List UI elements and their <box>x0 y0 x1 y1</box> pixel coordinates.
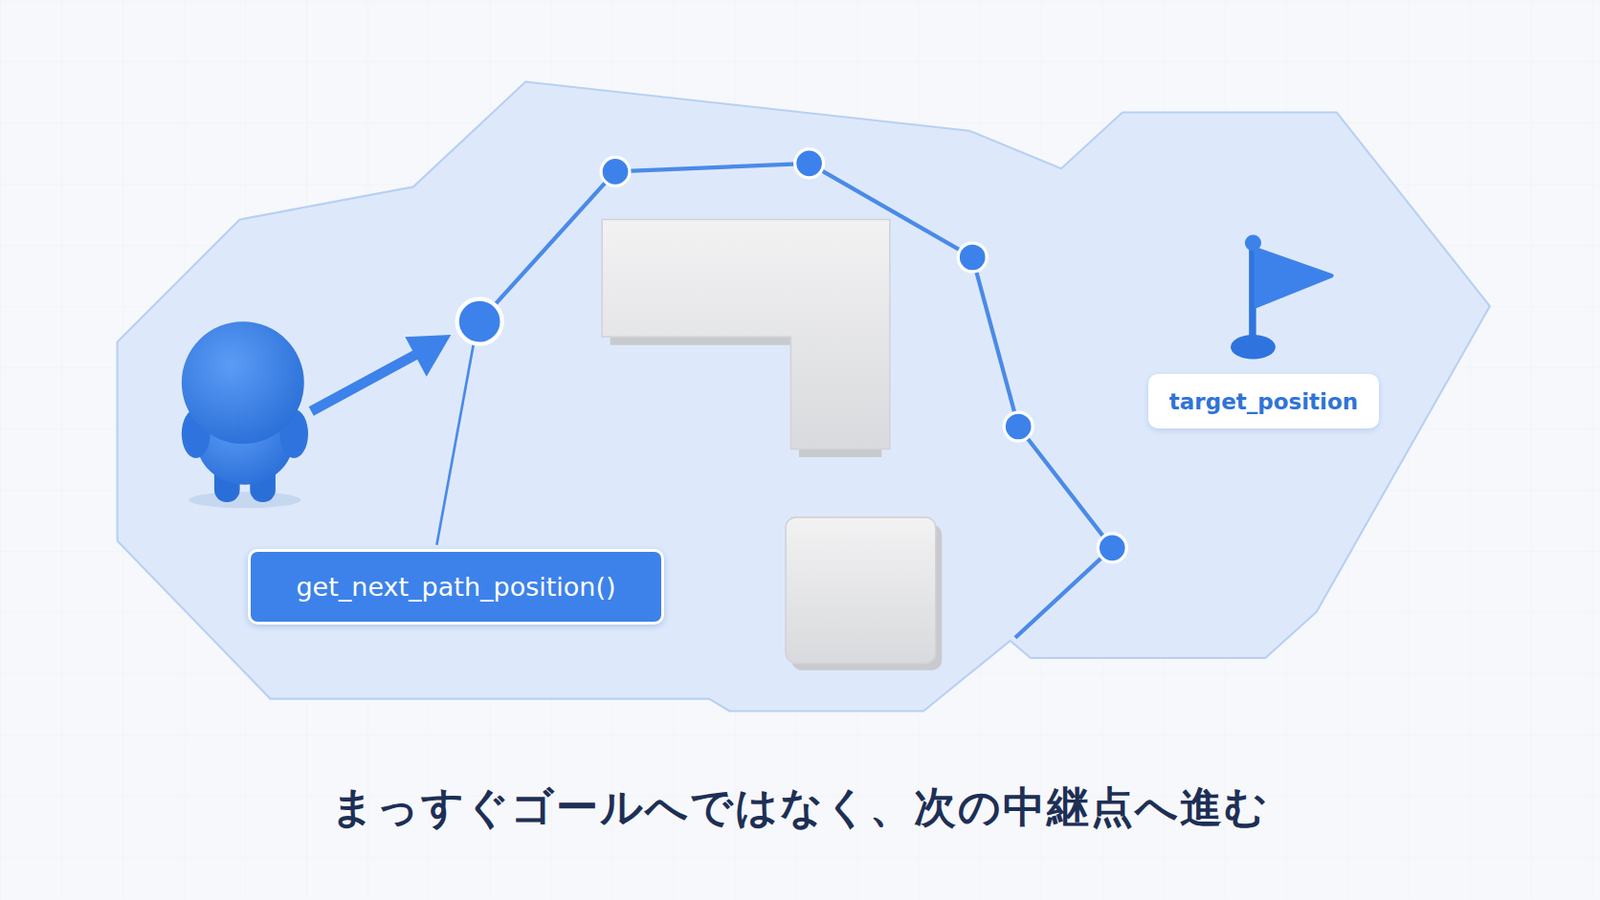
robot-figure <box>181 321 309 509</box>
leader-line <box>436 338 474 545</box>
obstacle-square <box>785 517 942 671</box>
caption: まっすぐゴールへではなく、次の中継点へ進む <box>0 779 1600 837</box>
direction-arrow <box>311 334 451 412</box>
goal-flag <box>1230 235 1333 360</box>
target-label-box: target_position <box>1148 374 1379 429</box>
label-text: get_next_path_position() <box>295 572 616 602</box>
obstacle-l <box>601 220 890 458</box>
navmesh-region <box>117 82 1490 712</box>
label-text: target_position <box>1169 389 1358 415</box>
function-label-box: get_next_path_position() <box>247 549 665 625</box>
waypoints <box>457 149 1128 563</box>
